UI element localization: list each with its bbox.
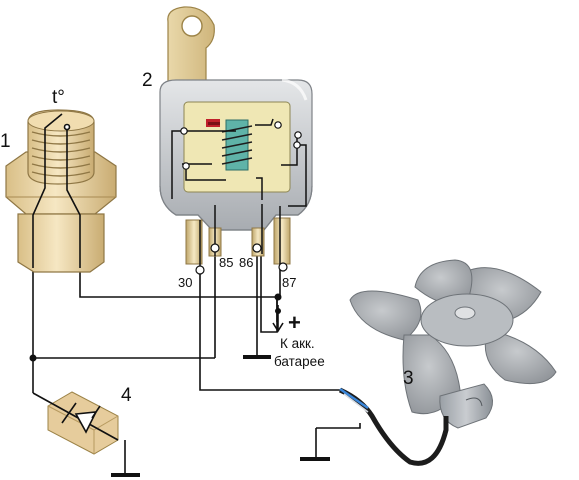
ground-icon <box>243 355 271 359</box>
temperature-symbol: t° <box>52 87 65 108</box>
junction-dots <box>29 293 282 362</box>
wire-fan-ground <box>316 423 361 429</box>
battery-label-line1: К акк. <box>280 336 315 351</box>
relay-number-label: 2 <box>142 70 153 91</box>
sensor-number-label: 1 <box>0 131 11 152</box>
pin-86-label: 86 <box>239 255 253 270</box>
battery-label-line2: батарее <box>274 354 325 369</box>
ground-icon <box>111 473 140 477</box>
pin-30 <box>185 219 203 265</box>
wire-pin86-down <box>260 254 278 333</box>
pin-85-label: 85 <box>219 255 233 270</box>
fan-number-label: 3 <box>403 368 414 389</box>
wire-pin30-to-fan <box>199 266 340 391</box>
wiring <box>32 254 361 473</box>
electric-fan-icon <box>338 259 557 466</box>
temperature-switch-icon <box>5 109 117 273</box>
relay-icon <box>159 6 313 275</box>
battery-arrow <box>272 305 284 333</box>
wire-sensor-right-to-battery <box>79 268 278 298</box>
pin-87-label: 87 <box>282 275 296 290</box>
diode-number-label: 4 <box>121 385 132 406</box>
diagram-labels: t° 1 2 3 4 30 85 86 87 + К акк. батарее <box>0 70 414 406</box>
pin-87 <box>273 217 291 265</box>
pin-30-label: 30 <box>178 275 192 290</box>
diode-icon <box>32 391 119 455</box>
ground-icon <box>300 457 330 461</box>
ground-symbols <box>111 355 330 477</box>
battery-plus-label: + <box>288 310 301 335</box>
